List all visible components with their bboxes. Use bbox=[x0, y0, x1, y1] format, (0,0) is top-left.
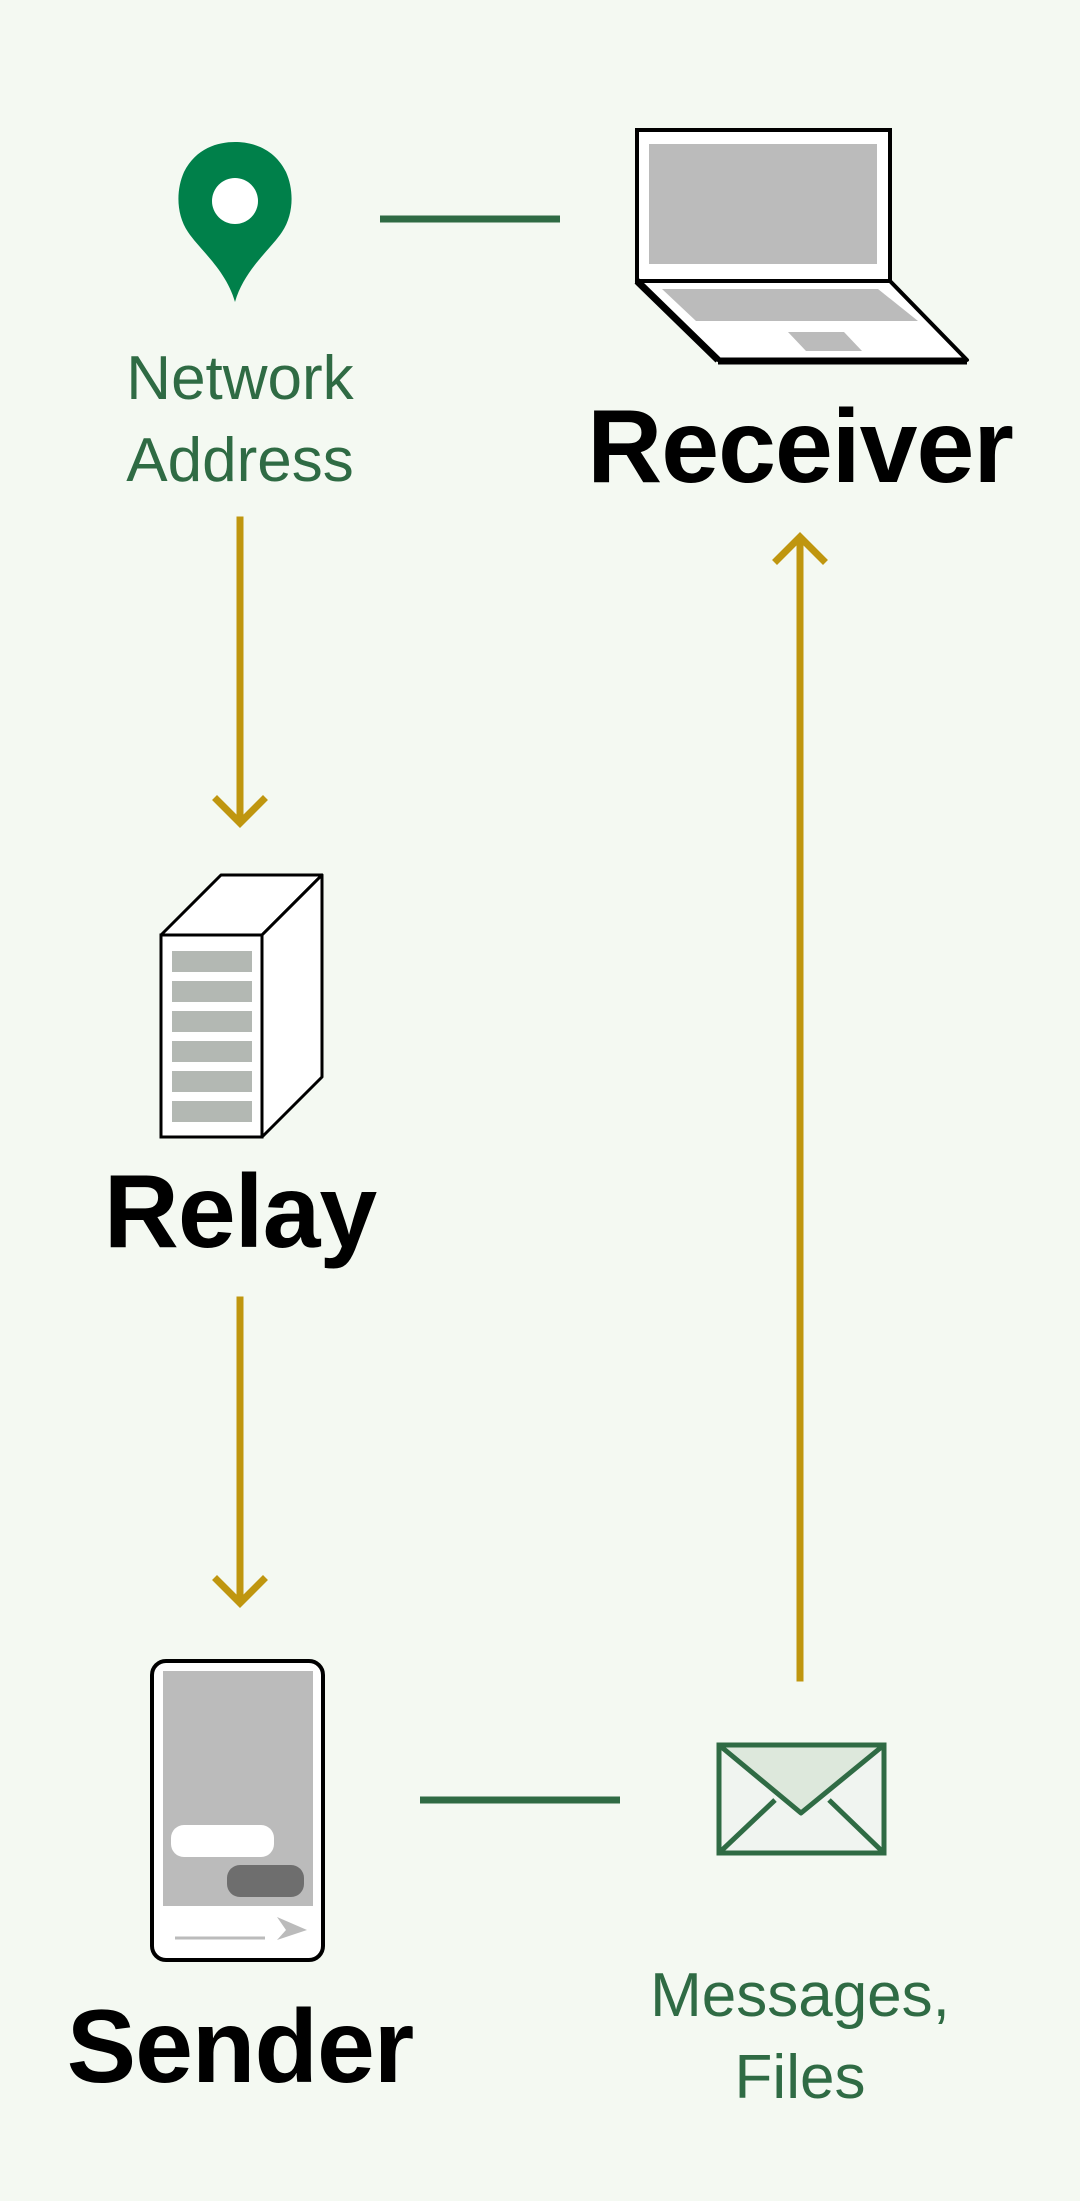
relay-label: Relay bbox=[103, 1154, 378, 1270]
network-address-line1: Network bbox=[126, 344, 354, 413]
location-pin-icon bbox=[178, 142, 292, 302]
envelope-icon bbox=[716, 1742, 887, 1856]
messages-line1: Messages, bbox=[650, 1961, 950, 2030]
sender-label: Sender bbox=[66, 1989, 415, 2105]
network-address-label: Network Address bbox=[80, 338, 400, 502]
server-icon bbox=[159, 873, 324, 1139]
arrow-address-to-relay bbox=[212, 516, 268, 828]
messages-line2: Files bbox=[734, 2043, 866, 2112]
network-address-line2: Address bbox=[126, 426, 354, 495]
arrow-messages-to-receiver bbox=[772, 532, 828, 1682]
laptop-icon bbox=[634, 128, 969, 365]
receiver-label: Receiver bbox=[587, 389, 1014, 505]
arrow-relay-to-sender bbox=[212, 1296, 268, 1608]
messages-files-label: Messages, Files bbox=[600, 1955, 1000, 2119]
phone-icon bbox=[150, 1659, 325, 1962]
